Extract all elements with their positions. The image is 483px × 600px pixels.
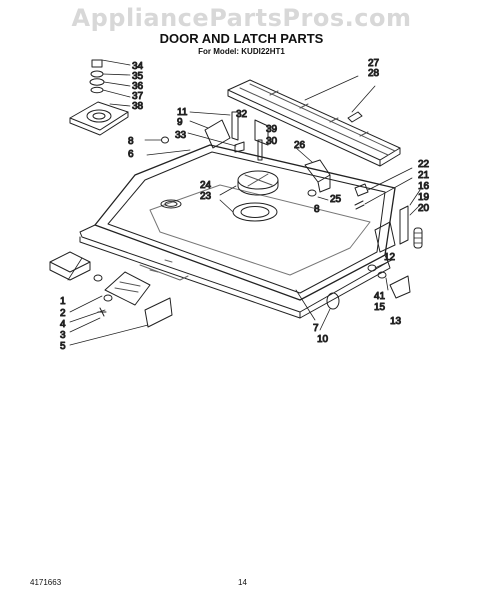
callout-32: 32 [236,109,248,120]
callout-30: 30 [266,136,278,147]
callout-2: 2 [60,308,66,319]
vent-assembly [69,59,131,136]
callout-5: 5 [60,341,66,352]
switch-holder [294,146,331,201]
vent-shield [227,75,401,167]
model-subtitle: For Model: KUDI22HT1 [198,47,285,56]
callout-11: 11 [177,107,188,118]
callout-24: 24 [200,180,212,191]
callout-27: 27 [368,58,380,69]
watermark: AppliancePartsPros.com [71,4,412,32]
callout-6: 6 [128,149,134,160]
callout-36: 36 [132,81,144,92]
callout-39: 39 [266,124,278,135]
page-number: 14 [238,578,247,587]
spray-parts [219,119,279,222]
callout-3: 3 [60,330,66,341]
callout-34: 34 [132,61,144,72]
callout-21: 21 [418,170,430,181]
callout-16: 16 [418,181,430,192]
callout-23: 23 [200,191,212,202]
callout-labels: 34 35 36 37 38 27 28 11 9 32 33 8 6 39 3… [60,58,431,353]
callout-13: 13 [390,316,402,327]
callout-12: 12 [384,252,396,263]
callout-7: 7 [313,323,319,334]
callout-22: 22 [418,159,430,170]
callout-10: 10 [317,334,329,345]
callout-37: 37 [132,91,144,102]
callout-1: 1 [60,296,66,307]
callout-15: 15 [374,302,386,313]
callout-33: 33 [175,130,187,141]
callout-26: 26 [294,140,306,151]
door-panel [79,144,396,319]
callout-35: 35 [132,71,144,82]
callout-28: 28 [368,68,380,79]
document-number: 4171663 [30,578,62,587]
door-bottom-parts [295,289,340,331]
callout-20: 20 [418,203,430,214]
callout-25: 25 [330,194,342,205]
callout-8: 8 [128,136,134,147]
callout-9: 9 [177,117,183,128]
callout-41: 41 [374,291,386,302]
callout-4: 4 [60,319,66,330]
latch-parts [144,111,245,156]
callout-8b: 8 [314,204,320,215]
callout-38: 38 [132,101,144,112]
lower-parts [49,251,189,346]
callout-19: 19 [418,192,430,203]
page-title: DOOR AND LATCH PARTS [159,31,324,46]
hinge-parts [354,167,423,299]
